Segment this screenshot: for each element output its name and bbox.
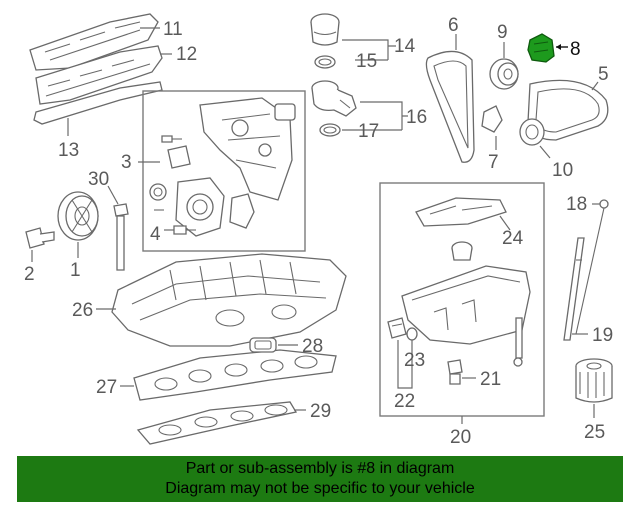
sprocket-10[interactable] <box>519 118 545 146</box>
bolt-2[interactable] <box>25 227 55 249</box>
callout-27: 27 <box>96 377 117 398</box>
dipstick-tube-19[interactable] <box>563 237 585 341</box>
callout-24: 24 <box>502 228 524 249</box>
filler-tube-16[interactable] <box>311 80 357 117</box>
callout-10: 10 <box>552 160 573 181</box>
callout-15: 15 <box>356 51 377 72</box>
callout-7: 7 <box>488 152 499 173</box>
timing-cover-3[interactable] <box>167 97 296 237</box>
seal-15[interactable] <box>314 55 336 69</box>
sprocket-9[interactable] <box>489 58 519 90</box>
baffle-24[interactable] <box>415 197 507 227</box>
engine-cover-11[interactable] <box>29 13 159 71</box>
callout-25: 25 <box>584 422 605 443</box>
oil-filler-cap-14[interactable] <box>310 13 340 46</box>
washer-23[interactable] <box>406 327 418 341</box>
callout-9: 9 <box>497 22 508 43</box>
lower-gasket-29[interactable] <box>136 401 298 445</box>
banner-line-1: Part or sub-assembly is #8 in diagram <box>185 460 455 477</box>
tensioner-8[interactable] <box>527 33 555 63</box>
callout-30: 30 <box>88 169 109 190</box>
seal-4[interactable] <box>149 135 196 235</box>
callout-1: 1 <box>70 260 81 281</box>
callout-29: 29 <box>310 401 331 422</box>
oil-filter-25[interactable] <box>575 358 613 403</box>
callout-17: 17 <box>358 121 379 142</box>
callout-28: 28 <box>302 336 323 357</box>
callout-3: 3 <box>121 152 132 173</box>
callout-16: 16 <box>406 107 427 128</box>
callout-4: 4 <box>150 224 161 245</box>
callout-2: 2 <box>24 264 35 285</box>
callout-5: 5 <box>598 64 609 85</box>
callout-20: 20 <box>450 427 471 448</box>
callout-6: 6 <box>448 15 459 36</box>
callout-19: 19 <box>592 325 613 346</box>
dipstick-18[interactable] <box>575 199 609 335</box>
harmonic-balancer-1[interactable] <box>57 191 99 241</box>
callout-12: 12 <box>176 44 197 65</box>
drain-plug-22[interactable] <box>387 317 407 339</box>
engine-parts-diagram: 11 12 13 14 15 16 17 <box>24 13 613 448</box>
callout-14: 14 <box>394 36 416 57</box>
gasket-28[interactable] <box>249 337 277 353</box>
callout-11: 11 <box>163 19 183 40</box>
intake-manifold-26[interactable] <box>111 253 347 347</box>
callout-13: 13 <box>58 140 79 161</box>
highlighted-part-8[interactable] <box>527 33 555 63</box>
o-ring-17[interactable] <box>319 123 341 137</box>
bolt-21[interactable] <box>447 359 463 385</box>
manifold-gasket-27[interactable] <box>133 349 337 401</box>
callout-22: 22 <box>394 391 415 412</box>
valve-cover-12[interactable] <box>35 45 163 105</box>
callout-8: 8 <box>570 39 581 60</box>
timing-chain-6[interactable] <box>425 50 475 163</box>
callout-26: 26 <box>72 300 93 321</box>
info-banner: Part or sub-assembly is #8 in diagram Di… <box>17 456 623 502</box>
valve-cover-gasket-13[interactable] <box>33 81 163 125</box>
callout-18: 18 <box>566 194 587 215</box>
bolt-30[interactable] <box>113 203 129 271</box>
banner-line-2: Diagram may not be specific to your vehi… <box>165 480 475 497</box>
callout-23: 23 <box>404 350 425 371</box>
timing-cover-group-box <box>142 90 306 252</box>
oil-pump-pickup[interactable] <box>451 241 473 261</box>
chain-guide-7[interactable] <box>481 105 503 133</box>
callout-21: 21 <box>480 369 501 390</box>
oil-pan-20[interactable] <box>401 265 531 367</box>
